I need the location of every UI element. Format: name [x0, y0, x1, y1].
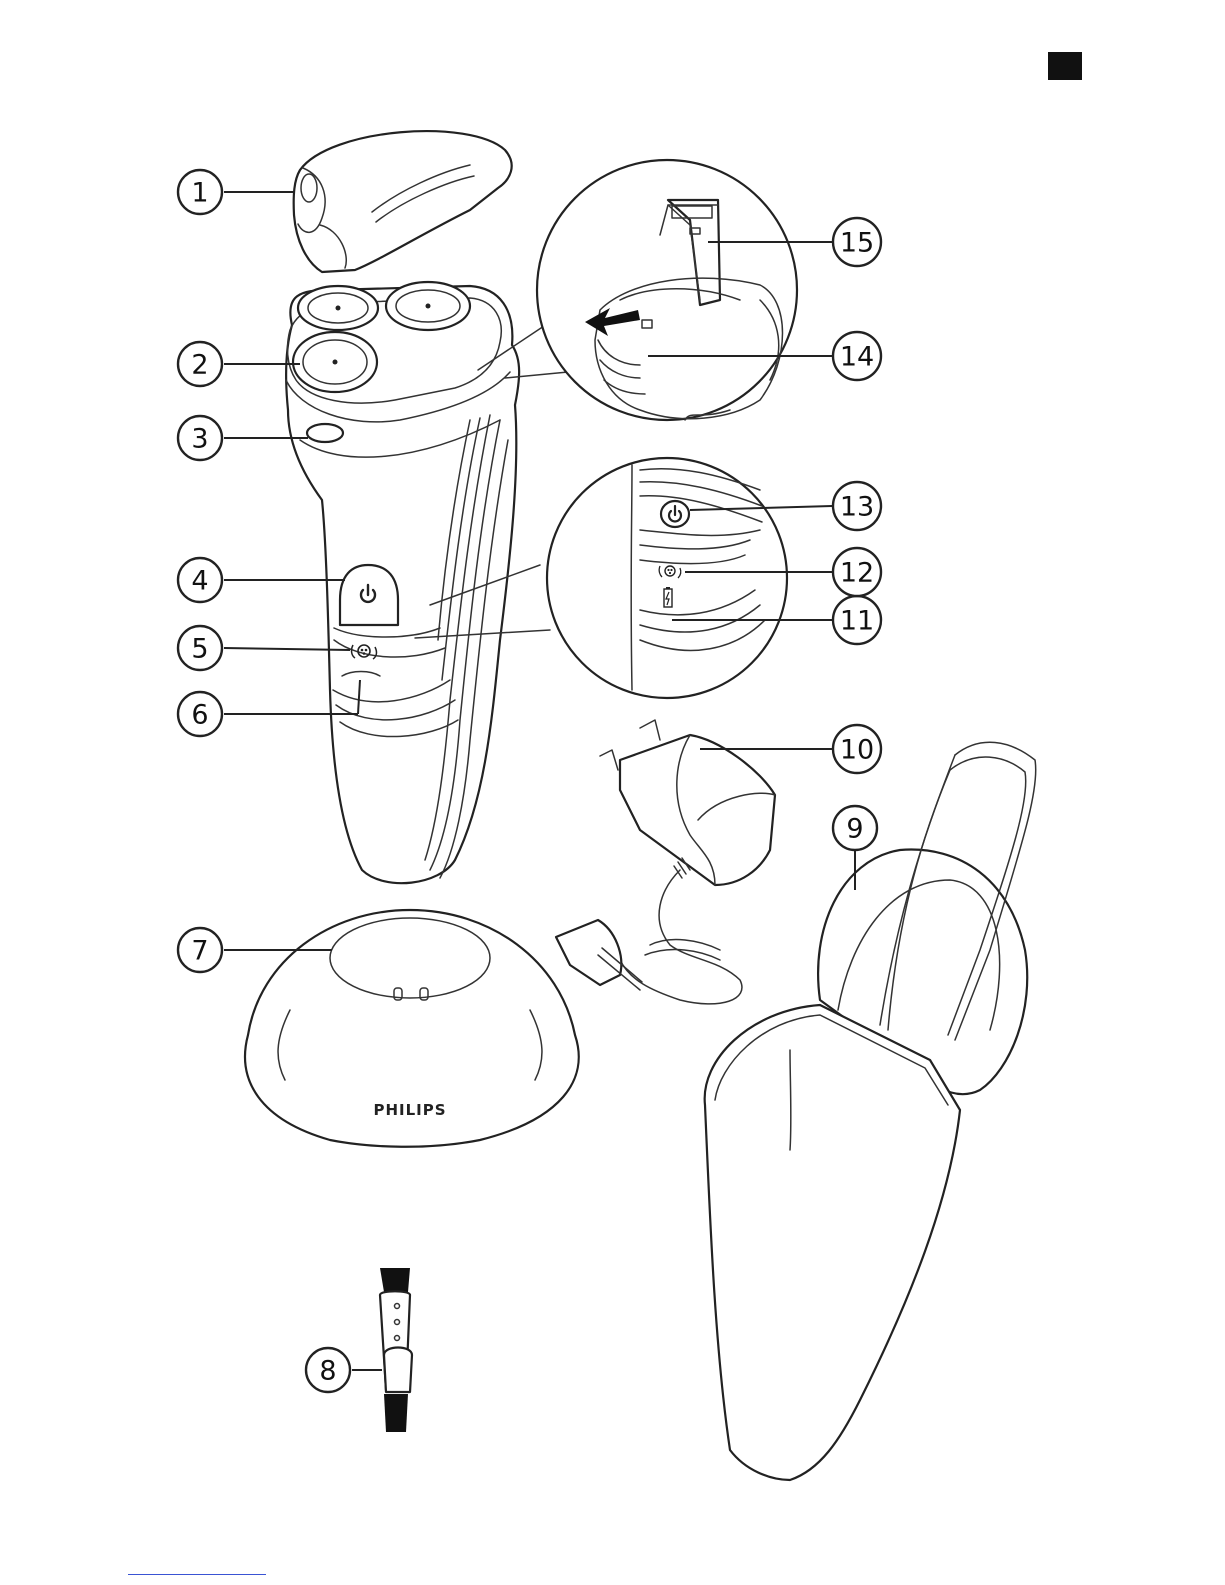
callout-4: 4: [178, 558, 222, 602]
callout-15: 15: [833, 218, 881, 266]
callout-11: 11: [833, 596, 881, 644]
svg-text:7: 7: [191, 936, 208, 967]
callout-5: 5: [178, 626, 222, 670]
svg-text:9: 9: [846, 814, 863, 845]
charging-stand: PHILIPS: [245, 910, 579, 1147]
callout-2: 2: [178, 342, 222, 386]
callout-1: 1: [178, 170, 222, 214]
svg-text:6: 6: [191, 700, 208, 731]
callout-13: 13: [833, 482, 881, 530]
callout-9: 9: [833, 806, 877, 850]
callout-7: 7: [178, 928, 222, 972]
brand-logo: PHILIPS: [373, 1101, 446, 1119]
svg-text:15: 15: [840, 228, 874, 259]
svg-text:2: 2: [191, 350, 208, 381]
svg-text:10: 10: [840, 735, 874, 766]
shaver-body: [286, 282, 519, 883]
callout-6: 6: [178, 692, 222, 736]
callout-3: 3: [178, 416, 222, 460]
callout-12: 12: [833, 548, 881, 596]
svg-text:8: 8: [319, 1356, 336, 1387]
adapter: [556, 720, 775, 1004]
protection-cap: [294, 131, 512, 272]
callout-14: 14: [833, 332, 881, 380]
callout-8: 8: [306, 1348, 350, 1392]
svg-text:1: 1: [191, 178, 208, 209]
svg-text:14: 14: [840, 342, 874, 373]
svg-text:11: 11: [840, 606, 874, 637]
callout-10: 10: [833, 725, 881, 773]
svg-text:3: 3: [191, 424, 208, 455]
svg-text:4: 4: [191, 566, 208, 597]
svg-text:5: 5: [191, 634, 208, 665]
svg-text:13: 13: [840, 492, 874, 523]
svg-text:12: 12: [840, 558, 874, 589]
cleaning-brush: [380, 1268, 412, 1432]
zoom-trimmer-detail: [478, 160, 797, 420]
